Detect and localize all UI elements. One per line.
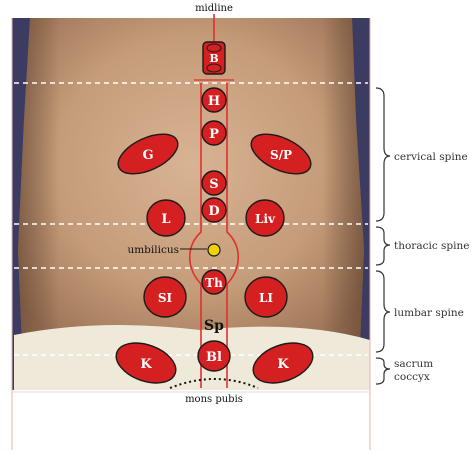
zone-si: SI: [143, 276, 187, 318]
zone-th-shape: [201, 269, 227, 295]
cloth-band: [14, 325, 370, 392]
zone-h-label: H: [208, 94, 220, 109]
zone-p: P: [201, 120, 227, 146]
zone-s-shape: [201, 170, 227, 196]
zone-l: L: [146, 199, 186, 237]
umbilicus-marker: umbilicus: [127, 243, 221, 257]
zone-th-label: Th: [205, 276, 223, 290]
zone-si-label: SI: [158, 291, 173, 305]
midline-left-line: [189, 83, 202, 388]
zone-l-label: L: [161, 212, 170, 227]
zone-g: G: [117, 133, 179, 175]
zone-li: LI: [244, 276, 288, 318]
zone-bl-shape: [197, 340, 231, 372]
zone-sp: S/P: [250, 133, 312, 175]
zone-d-shape: [201, 197, 227, 223]
zone-b: B: [202, 41, 226, 75]
mons-pubis-label: mons pubis: [185, 394, 243, 405]
brace-lumbar: [375, 270, 391, 353]
zone-p-shape: [201, 120, 227, 146]
zone-g-label: G: [142, 148, 153, 163]
zone-g-shape: [117, 133, 179, 175]
zone-k-left-shape: [115, 342, 177, 384]
zone-k-left: K: [115, 342, 177, 384]
midline-guide: [189, 14, 239, 388]
zone-h: H: [201, 87, 227, 113]
zone-li-shape: [244, 276, 288, 318]
zone-separators: [14, 82, 368, 356]
zone-d-label: D: [208, 204, 219, 219]
zone-s: S: [201, 170, 227, 196]
zone-b-segment: [206, 43, 222, 53]
sp-label: Sp: [204, 318, 224, 334]
zone-d: D: [201, 197, 227, 223]
zone-k-left-label: K: [140, 357, 152, 372]
spine-label-cervical: cervical spine: [394, 151, 468, 163]
zone-k-right-shape: [252, 342, 314, 384]
zone-h-shape: [201, 87, 227, 113]
zone-b-label: B: [209, 52, 218, 65]
zone-th: Th: [201, 269, 227, 295]
umbilicus-label: umbilicus: [127, 244, 179, 256]
spine-label-lumbar: lumbar spine: [394, 307, 464, 319]
zone-sp-shape: [250, 133, 312, 175]
zone-liv: Liv: [245, 199, 285, 237]
spine-label-coccyx: coccyx: [394, 371, 430, 383]
zone-liv-label: Liv: [255, 212, 276, 226]
brace-sacrum: [375, 357, 391, 385]
zone-k-right-label: K: [277, 357, 289, 372]
zone-p-label: P: [209, 127, 219, 142]
zone-s-label: S: [209, 177, 218, 192]
zone-li-label: LI: [259, 291, 273, 305]
zone-l-shape: [146, 199, 186, 237]
zone-si-shape: [143, 276, 187, 318]
zone-bl: Bl: [197, 340, 231, 372]
zone-bl-label: Bl: [206, 350, 222, 365]
spine-label-sacrum: sacrum: [394, 358, 433, 370]
brace-thoracic: [375, 226, 391, 266]
umbilicus-dot: [207, 243, 221, 257]
midline-label: midline: [195, 3, 233, 14]
mons-pubis-arc: [169, 378, 259, 389]
brace-cervical: [375, 87, 391, 222]
zone-b-segment: [206, 63, 222, 73]
zone-sp-label: S/P: [270, 148, 292, 162]
spine-braces: [375, 87, 391, 385]
torso-shading: [18, 18, 364, 345]
spine-label-thoracic: thoracic spine: [394, 240, 469, 252]
zone-k-right: K: [252, 342, 314, 384]
midline-right-line: [226, 83, 239, 388]
zone-liv-shape: [245, 199, 285, 237]
bottom-margin: [12, 390, 370, 450]
